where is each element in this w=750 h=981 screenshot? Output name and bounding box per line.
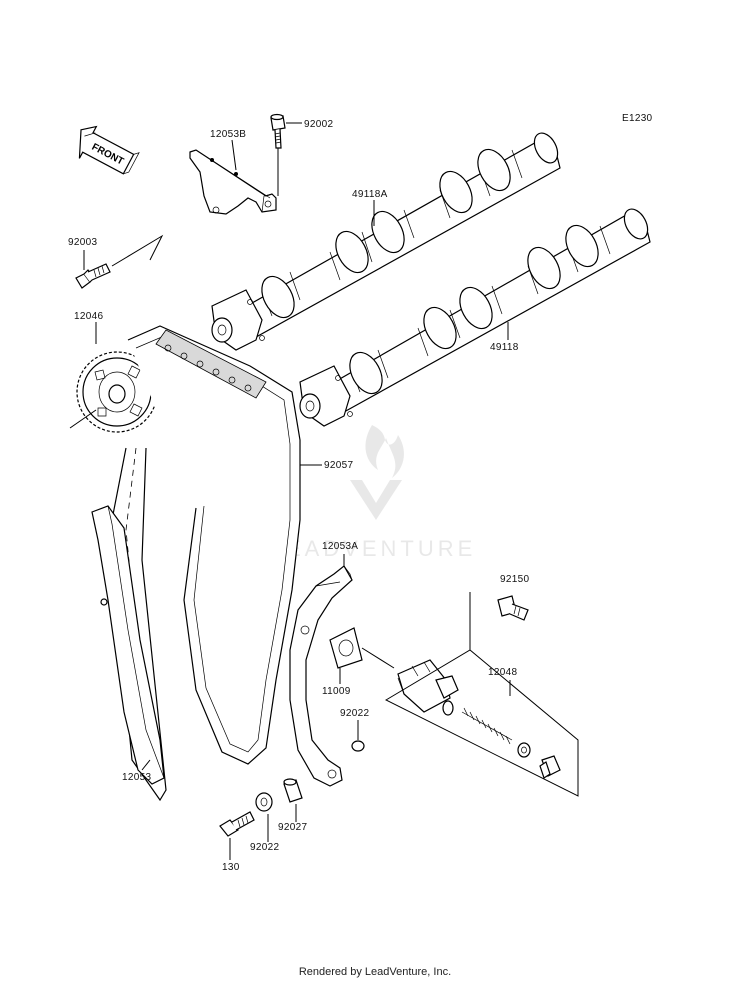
label-92002: 92002 [304, 119, 333, 130]
camshaft-49118a [211, 132, 561, 351]
label-12046-top: 12046 [74, 311, 103, 322]
washer-92022-lower [255, 792, 273, 812]
label-12053a: 12053A [322, 541, 358, 552]
washer-92022-upper [351, 740, 365, 752]
label-92022-lower: 92022 [250, 842, 279, 853]
chain-guide-12053 [91, 505, 165, 785]
watermark-logo: LEADVENTURE [270, 425, 477, 561]
watermark-text: LEADVENTURE [270, 536, 477, 561]
bolt-92150 [497, 595, 529, 621]
label-12053: 12053 [122, 772, 151, 783]
gasket-11009 [329, 627, 363, 669]
label-49118a: 49118A [352, 189, 388, 200]
label-12048: 12048 [488, 667, 517, 678]
label-92003: 92003 [68, 237, 97, 248]
label-130: 130 [222, 862, 240, 873]
front-arrow-icon: FRONT [78, 125, 140, 175]
footer-credit: Rendered by LeadVenture, Inc. [299, 966, 451, 978]
bolt-92002 [270, 113, 286, 149]
label-11009: 11009 [322, 686, 351, 697]
tensioner-12048 [397, 659, 561, 779]
camshaft-49118 [299, 208, 651, 427]
label-92022-upper: 92022 [340, 708, 369, 719]
bolt-130 [219, 811, 255, 837]
bracket-12053b [189, 149, 277, 215]
label-92150: 92150 [500, 574, 529, 585]
sprocket-12046-top [76, 351, 158, 433]
label-12053b: 12053B [210, 129, 246, 140]
tensioner-guide-12053a [289, 565, 353, 787]
diagram-code: E1230 [622, 113, 653, 124]
label-92057: 92057 [324, 460, 353, 471]
label-92027: 92027 [278, 822, 307, 833]
bolt-92003 [75, 263, 111, 289]
label-49118: 49118 [490, 342, 519, 353]
collar-92027 [283, 778, 303, 803]
